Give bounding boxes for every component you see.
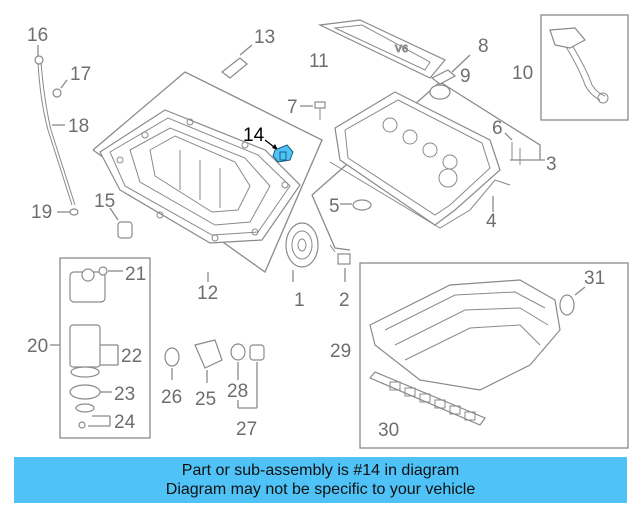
callout-27: 27 [236, 419, 257, 440]
valve-cover-group [311, 81, 545, 251]
svg-text:V6: V6 [395, 44, 408, 55]
callout-2: 2 [339, 290, 350, 311]
callout-5: 5 [329, 196, 340, 217]
callout-4: 4 [486, 211, 497, 232]
callout-31: 31 [584, 268, 605, 289]
oil-pan-group [92, 71, 323, 282]
callout-7: 7 [287, 97, 298, 118]
callout-labels: 1 2 3 4 5 6 7 8 9 10 11 12 13 14 15 16 1… [27, 25, 605, 441]
oil-filter-group [50, 257, 151, 439]
callout-30: 30 [378, 420, 399, 441]
engine-cover: V6 [317, 19, 446, 79]
callout-18: 18 [68, 116, 89, 137]
banner-line-1: Part or sub-assembly is #14 in diagram [181, 462, 460, 479]
callout-29: 29 [330, 341, 351, 362]
callout-6: 6 [492, 118, 503, 139]
callout-8: 8 [478, 36, 489, 57]
callout-19: 19 [31, 202, 52, 223]
part-14-highlight [264, 139, 294, 163]
callout-9: 9 [460, 66, 471, 87]
callout-24: 24 [114, 412, 136, 433]
callout-14: 14 [243, 125, 265, 146]
callout-23: 23 [114, 384, 135, 405]
part-8-9 [429, 54, 471, 100]
banner-line-2: Diagram may not be specific to your vehi… [165, 481, 476, 498]
callout-10: 10 [512, 63, 533, 84]
part-13 [221, 44, 253, 79]
callout-28: 28 [227, 381, 248, 402]
callout-13: 13 [254, 27, 275, 48]
callout-1: 1 [294, 290, 305, 311]
part-1 [285, 222, 319, 282]
callout-17: 17 [70, 64, 91, 85]
dipstick [34, 45, 79, 216]
callout-3: 3 [546, 154, 557, 175]
callout-25: 25 [195, 389, 216, 410]
intake-manifold-group [359, 262, 629, 449]
part-2 [329, 244, 351, 282]
callout-15: 15 [94, 191, 115, 212]
callout-21: 21 [125, 264, 146, 285]
info-banner: Part or sub-assembly is #14 in diagram D… [14, 457, 627, 503]
callout-16: 16 [27, 25, 48, 46]
part-15 [109, 207, 133, 239]
part-5 [340, 199, 372, 211]
callout-26: 26 [161, 387, 182, 408]
callout-20: 20 [27, 336, 48, 357]
callout-11: 11 [309, 51, 329, 72]
callout-12: 12 [197, 283, 218, 304]
part-25-26-28 [164, 339, 265, 409]
pcv-hose-group [540, 14, 629, 121]
callout-22: 22 [121, 346, 142, 367]
part-6 [504, 132, 521, 165]
part-7 [300, 101, 326, 120]
